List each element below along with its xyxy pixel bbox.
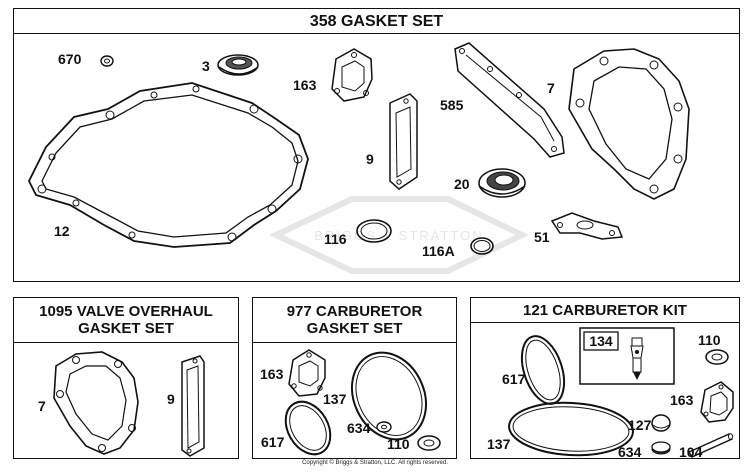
part-163-gasket: [288, 349, 326, 397]
part-163-gasket: [331, 48, 373, 102]
valve-overhaul-panel: 1095 VALVE OVERHAUL GASKET SET 7 9: [13, 297, 239, 459]
panel-title-line-1: 977 CARBURETOR: [286, 303, 423, 320]
part-163-gasket: [700, 381, 734, 423]
part-617-ring: [284, 400, 332, 456]
callout-116: 116: [324, 231, 347, 247]
callout-617: 617: [261, 434, 285, 450]
part-137-ring: [508, 401, 634, 457]
gasket-set-358-drawing: BRIGGS & STRATTON: [27, 42, 690, 274]
part-110-washer: [417, 435, 441, 451]
carburetor-gasket-panel: 977 CARBURETOR GASKET SET 163 137 634: [252, 297, 457, 459]
part-20-seal: [478, 168, 526, 198]
panel-title-line-2: GASKET SET: [306, 320, 403, 337]
callout-3: 3: [202, 58, 210, 74]
part-51-gasket: [550, 212, 624, 240]
watermark-logo: BRIGGS & STRATTON: [268, 196, 529, 274]
callout-9: 9: [167, 391, 175, 407]
callout-163: 163: [260, 366, 284, 382]
part-670-washer: [100, 55, 114, 67]
part-137-ring: [351, 351, 427, 441]
watermark-text: BRIGGS & STRATTON: [314, 228, 483, 243]
copyright-notice: Copyright © Briggs & Stratton, LLC. All …: [302, 460, 448, 466]
callout-137: 137: [323, 391, 347, 407]
callout-617: 617: [502, 371, 526, 387]
part-634-washer: [376, 421, 392, 433]
panel-title-line-2: GASKET SET: [78, 320, 174, 337]
carburetor-gasket-drawing: 163 137 634 617 110: [260, 349, 441, 456]
part-9-gasket: [389, 93, 418, 190]
gasket-set-358-panel: 358 GASKET SET BRIGGS & STRATTON: [13, 8, 740, 282]
panel-title-line-1: 1095 VALVE OVERHAUL: [39, 303, 213, 320]
callout-137: 137: [487, 436, 511, 452]
part-7-head-gasket: [53, 351, 139, 455]
callout-585: 585: [440, 97, 464, 113]
callout-634: 634: [347, 420, 371, 436]
part-9-gasket: [181, 355, 205, 457]
callout-163: 163: [293, 77, 317, 93]
part-116-ring: [356, 219, 392, 243]
callout-12: 12: [54, 223, 70, 239]
part-585-gasket: [454, 42, 565, 158]
callout-110: 110: [387, 436, 410, 452]
part-12-crankcase-gasket: [27, 82, 309, 248]
part-104-pin: [687, 433, 734, 458]
callout-127: 127: [628, 417, 652, 433]
part-634-washer: [651, 441, 671, 455]
callout-7: 7: [547, 80, 555, 96]
inset-label-134: 134: [589, 333, 613, 349]
valve-overhaul-drawing: 7 9: [38, 351, 205, 457]
callout-116a: 116A: [422, 243, 455, 259]
carburetor-kit-panel: 121 CARBURETOR KIT 134: [470, 297, 740, 460]
callout-7: 7: [38, 398, 46, 414]
panel-title: 977 CARBURETOR GASKET SET: [253, 298, 456, 343]
part-116a-ring: [470, 237, 494, 255]
panel-title: 121 CARBURETOR KIT: [471, 298, 739, 323]
part-110-washer: [705, 349, 729, 365]
callout-104: 104: [679, 444, 703, 460]
part-7-head-gasket: [568, 48, 690, 200]
part-134-needle-valve: [630, 337, 644, 380]
callout-670: 670: [58, 51, 82, 67]
callout-110: 110: [698, 332, 721, 348]
carburetor-kit-drawing: 134: [487, 327, 734, 460]
callout-9: 9: [366, 151, 374, 167]
callout-51: 51: [534, 229, 550, 245]
part-617-ring: [520, 335, 566, 405]
part-134-inset-box: 134: [579, 327, 675, 385]
callout-634: 634: [618, 444, 642, 460]
panel-title: 1095 VALVE OVERHAUL GASKET SET: [14, 298, 238, 343]
callout-163: 163: [670, 392, 694, 408]
part-127-plug: [651, 414, 671, 432]
callout-20: 20: [454, 176, 470, 192]
panel-title: 358 GASKET SET: [14, 9, 739, 34]
part-3-oil-seal: [217, 54, 259, 76]
